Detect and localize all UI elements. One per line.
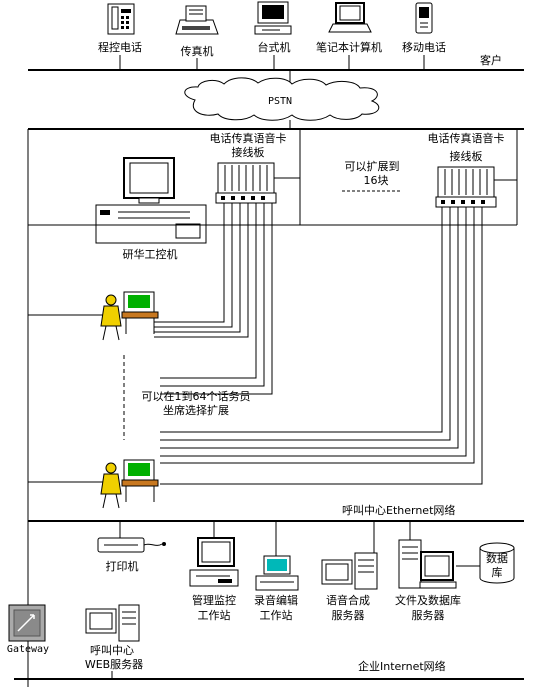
- agent-note-2: 坐席选择扩展: [163, 403, 229, 417]
- industrial-pc-icon: [95, 157, 207, 244]
- ethernet-label: 呼叫中心Ethernet网络: [342, 503, 455, 517]
- web-server-icon: [85, 604, 140, 642]
- mobile-phone-icon: [415, 2, 433, 34]
- mgmt-ws-label-1: 管理监控: [192, 593, 236, 607]
- card-right-label-1: 电话传真语音卡: [428, 131, 505, 145]
- client-drops: [119, 55, 425, 70]
- desktop-label: 台式机: [258, 40, 291, 54]
- web-server-label-2: WEB服务器: [85, 658, 143, 671]
- program-phone-label: 程控电话: [98, 40, 142, 54]
- desktop-icon: [254, 1, 292, 35]
- internet-label: 企业Internet网络: [358, 659, 446, 673]
- tts-server-icon: [321, 552, 378, 590]
- record-ws-label-1: 录音编辑: [254, 593, 298, 607]
- right-card-agent-lines: [160, 207, 475, 464]
- card-right-label-2: 接线板: [450, 149, 483, 163]
- database-icon: [479, 542, 515, 584]
- customer-label: 客户: [480, 53, 502, 67]
- database-label-2: 库: [492, 566, 503, 579]
- card-left-label-1: 电话传真语音卡: [210, 131, 287, 145]
- lower-agent-icon: [100, 459, 159, 509]
- laptop-label: 笔记本计算机: [316, 40, 382, 54]
- record-ws-label-2: 工作站: [260, 608, 293, 622]
- database-label-1: 数据: [486, 551, 508, 565]
- program-phone-icon: [107, 3, 135, 35]
- file-db-server-icon: [398, 539, 457, 589]
- mgmt-workstation-icon: [189, 537, 239, 587]
- right-card-lower-agent-line: [160, 207, 483, 485]
- card-left-rack: [215, 162, 277, 204]
- ipc-label: 研华工控机: [123, 247, 178, 261]
- file-db-server-label-2: 服务器: [412, 609, 445, 622]
- card-left-label-2: 接线板: [232, 145, 265, 159]
- web-server-label-1: 呼叫中心: [90, 644, 134, 657]
- pstn-cloud: [184, 77, 380, 121]
- record-workstation-icon: [255, 555, 299, 591]
- agent-note-1: 可以在1到64个话务员: [142, 390, 251, 403]
- mobile-phone-label: 移动电话: [402, 41, 446, 54]
- file-db-server-label-1: 文件及数据库: [395, 593, 461, 607]
- gateway-label: Gateway: [7, 644, 49, 655]
- pstn-label: PSTN: [268, 96, 292, 107]
- fax-icon: [175, 5, 219, 35]
- printer-label: 打印机: [106, 559, 139, 573]
- expand-note-2: 16块: [364, 174, 389, 187]
- mgmt-ws-label-2: 工作站: [198, 608, 231, 622]
- left-card-agent-lines-upper: [154, 203, 249, 338]
- expand-note-1: 可以扩展到: [345, 159, 400, 173]
- upper-agent-icon: [100, 291, 159, 341]
- fax-label: 传真机: [181, 44, 214, 58]
- tts-server-label-2: 服务器: [332, 609, 365, 622]
- card-right-rack: [435, 166, 497, 208]
- tts-server-label-1: 语音合成: [326, 593, 370, 607]
- gateway-icon: [8, 604, 46, 642]
- laptop-icon: [328, 2, 372, 33]
- left-card-agent-lines-lower: [160, 203, 273, 395]
- printer-icon: [97, 537, 166, 553]
